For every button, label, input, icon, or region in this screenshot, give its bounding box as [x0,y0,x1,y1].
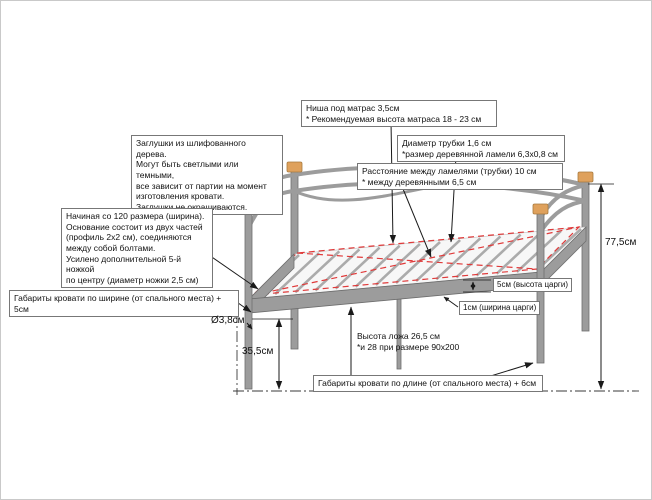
right-arm-rail-bottom [539,199,588,233]
leader-base-construction [205,252,259,290]
mattress-diagonals [252,226,580,296]
callout-wooden-caps: Заглушки из шлифованного дерева. Могут б… [131,135,283,216]
callout-base-construction: Начиная со 120 размера (ширина). Основан… [61,208,213,289]
dimension-lines [252,183,614,390]
label-tsarga-width: 1см (ширина царги) [459,301,541,315]
back-left-cap [286,161,303,173]
callout-tube-diameter: Диаметр трубки 1,6 см *размер деревянной… [397,135,565,163]
callout-lamella-spacing: Расстояние между ламелями (трубки) 10 см… [357,163,563,191]
callout-overall-width: Габариты кровати по ширине (от спального… [9,290,239,318]
label-clearance-height: 35,5см [242,346,274,357]
leader-lamella-spacing [400,183,432,258]
back-right-post [581,180,590,332]
label-leg-diameter: Ø3,8см [211,315,245,326]
front-right-cap [532,203,549,215]
label-bed-height: Высота ложа 26,5 см *и 28 при размере 90… [357,331,460,352]
label-tsarga-height: 5см (высота царги) [493,278,572,292]
reference-lines [233,293,639,395]
leader-leg-diameter [246,322,253,330]
back-right-cap [577,171,594,183]
dim-tsarga-width-arrow [443,296,459,308]
callout-mattress-niche: Ниша под матрас 3,5см * Рекомендуемая вы… [301,100,497,128]
label-total-height: 77,5см [605,237,637,248]
callout-overall-length: Габариты кровати по длине (от спального … [313,375,543,392]
front-left-post [244,206,253,390]
